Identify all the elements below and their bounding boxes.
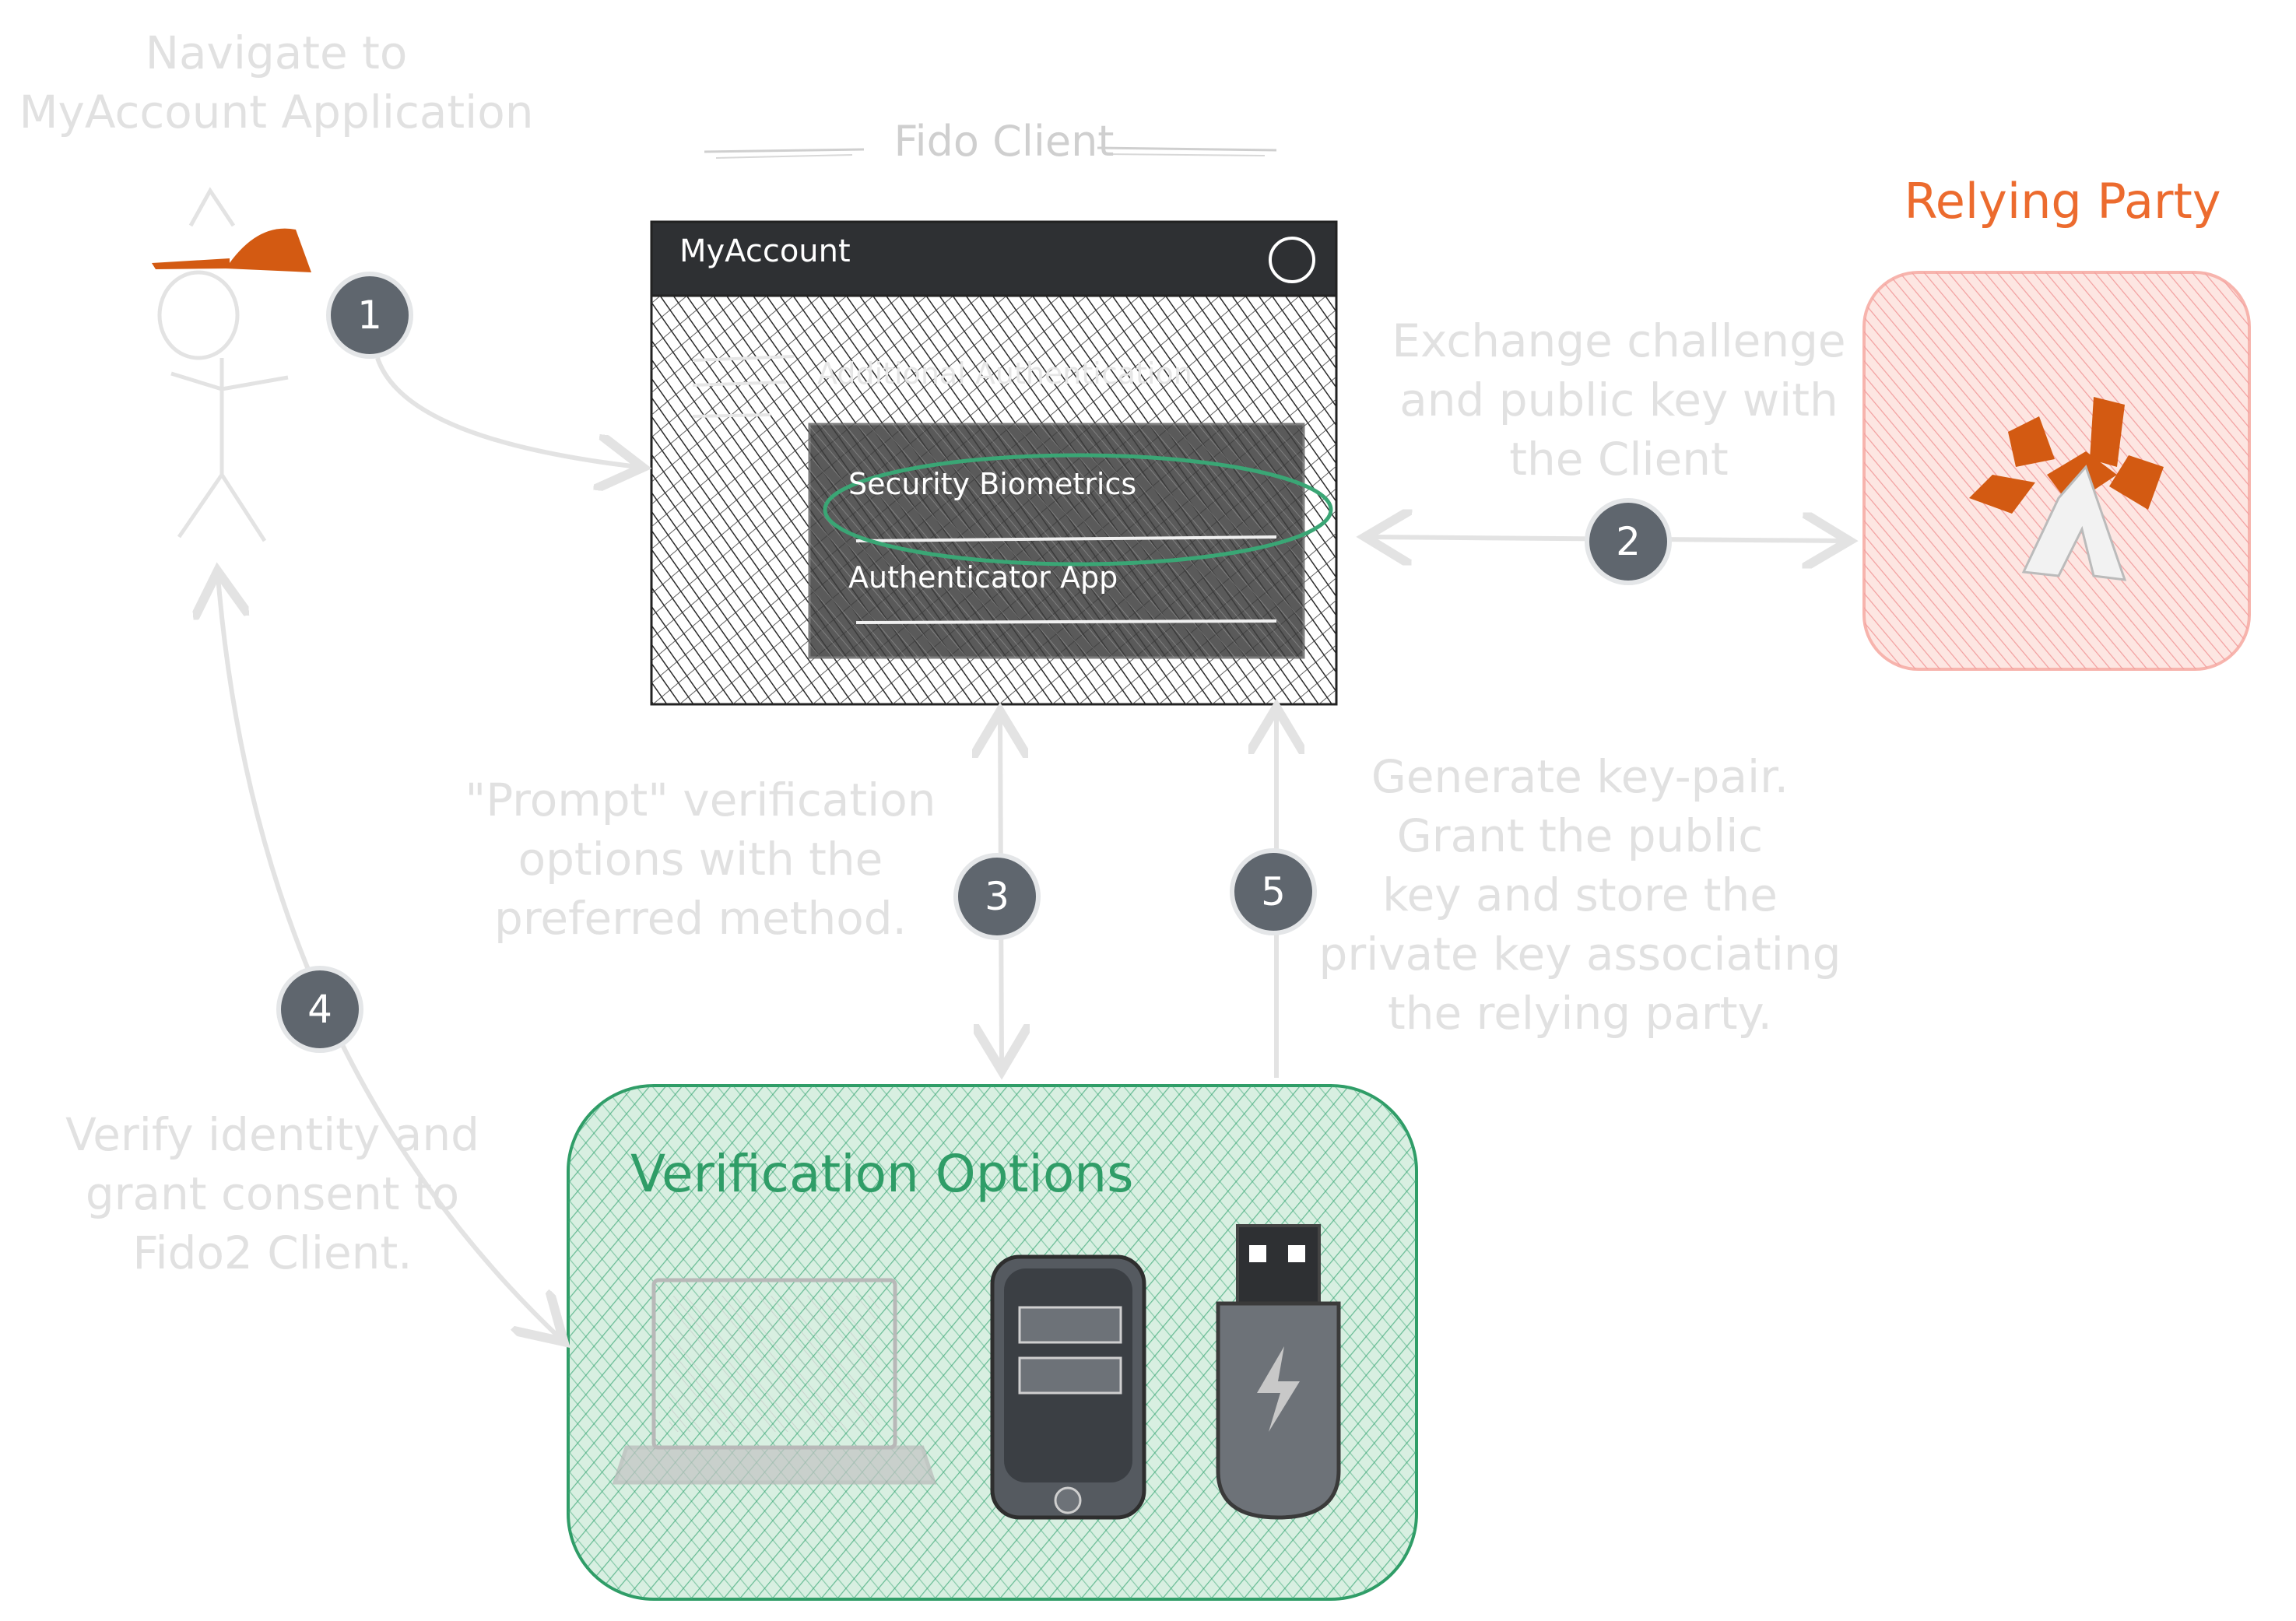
step-5-badge: 5 (1230, 848, 1317, 935)
relying-party-logo-icon (1969, 397, 2164, 581)
hamburger-menu-icon (692, 355, 795, 418)
relying-party-title: Relying Party (1904, 173, 2221, 230)
verification-options-title: Verification Options (630, 1144, 1134, 1204)
navigate-caption: Navigate to MyAccount Application (19, 26, 534, 139)
menu-heading: Additional Authentication (817, 356, 1192, 391)
arrow-step-1 (375, 357, 638, 467)
step-1-badge: 1 (326, 272, 413, 359)
note-prompt: "Prompt" verification options with the p… (465, 774, 936, 945)
cap-icon (152, 228, 311, 272)
myaccount-window (650, 220, 1338, 706)
user-figure (157, 187, 289, 542)
lightning-icon (1257, 1346, 1300, 1432)
note-generate: Generate key-pair. Grant the public key … (1318, 750, 1841, 1040)
fido-client-title: Fido Client (893, 117, 1115, 166)
window-title: MyAccount (679, 233, 851, 269)
phone-icon (990, 1254, 1146, 1520)
menu-item-authenticator-app[interactable]: Authenticator App (848, 560, 1118, 595)
fido-client-title-rule (704, 146, 1277, 159)
step-2-badge: 2 (1585, 498, 1672, 585)
window-title-bar (650, 220, 1338, 297)
profile-circle-icon (1269, 237, 1315, 283)
menu-item-security-biometrics[interactable]: Security Biometrics (848, 467, 1137, 501)
laptop-icon (612, 1278, 937, 1485)
note-verify: Verify identity and grant consent to Fid… (65, 1108, 479, 1279)
step-3-badge: 3 (953, 853, 1041, 940)
note-exchange: Exchange challenge and public key with t… (1392, 314, 1846, 486)
step-4-badge: 4 (276, 966, 363, 1053)
relying-party-box (1862, 271, 2251, 671)
usb-key-icon (1216, 1224, 1341, 1520)
selected-option-highlight (823, 453, 1333, 567)
